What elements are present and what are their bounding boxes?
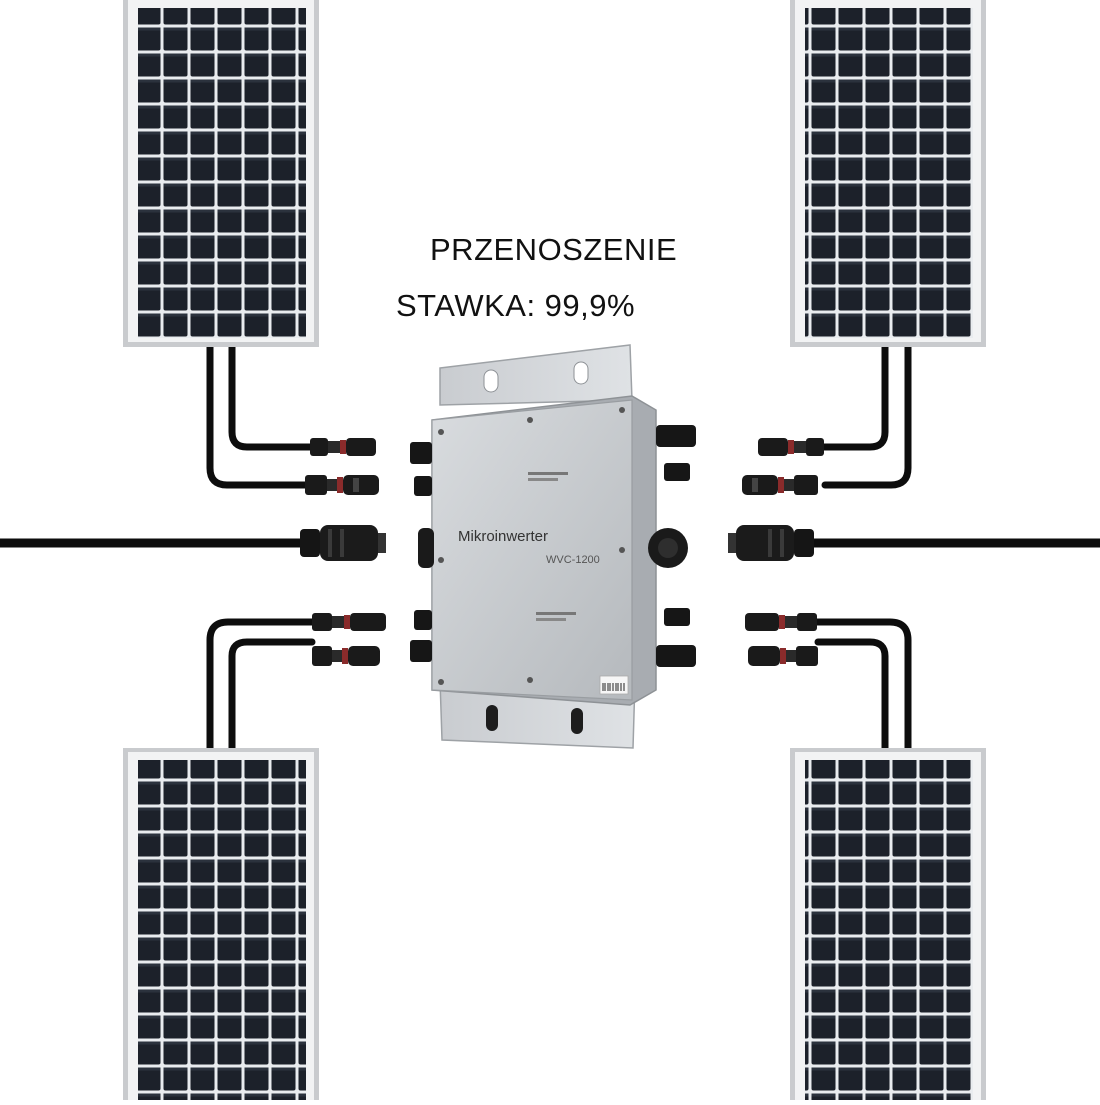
solar-panel-bottom-left: [123, 748, 319, 1100]
transfer-rate-caption-line1: PRZENOSZENIE: [430, 232, 678, 267]
solar-panel-top-right: [790, 0, 986, 347]
dc-cables: [206, 341, 912, 764]
inverter-name-label: Mikroinwerter: [458, 528, 549, 545]
transfer-rate-caption-line2: STAWKA: 99,9%: [396, 288, 636, 323]
mc4-connectors-right: [728, 438, 824, 666]
inverter-model-label: WVC-1200: [546, 554, 600, 566]
solar-panel-bottom-right: [790, 748, 986, 1100]
microinverter: [410, 344, 696, 749]
solar-panel-top-left: [123, 0, 319, 347]
mc4-connectors-left: [300, 438, 386, 666]
